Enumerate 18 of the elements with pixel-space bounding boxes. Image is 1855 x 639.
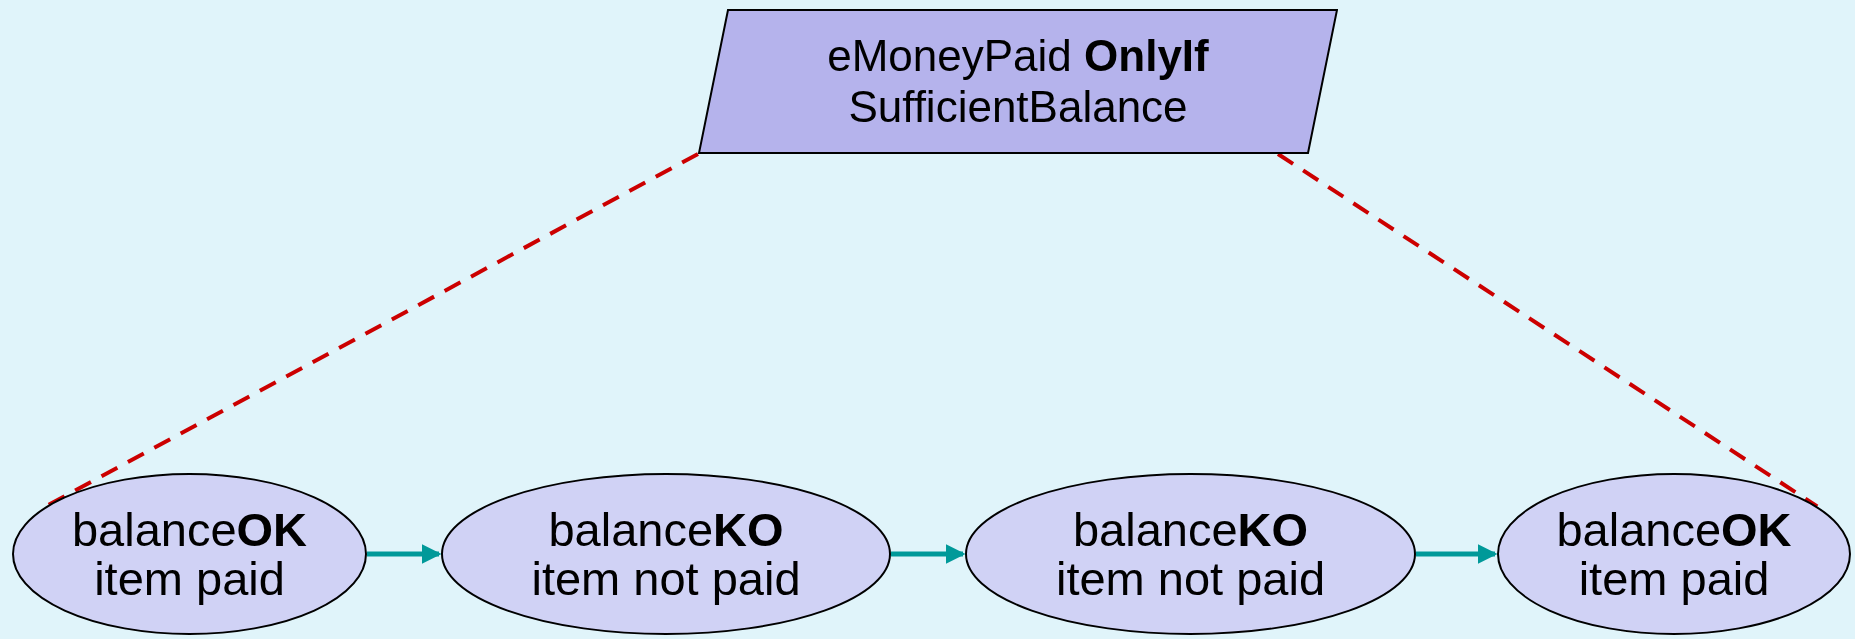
state-label: balanceKO (1072, 504, 1309, 554)
state-label: balanceKO (548, 504, 784, 554)
arrow (367, 544, 442, 564)
state-description: item not paid (1055, 554, 1326, 604)
dashed-line (1276, 152, 1819, 509)
property-text: eMoneyPaid OnlyIf SufficientBalance (826, 30, 1210, 133)
state-description: item paid (94, 554, 285, 604)
state-description: item paid (1578, 554, 1770, 604)
state-ellipse (965, 473, 1416, 635)
state-description: item not paid (531, 554, 801, 604)
arrow (1416, 544, 1498, 564)
state-ellipse (441, 473, 891, 635)
state-ellipse (12, 473, 367, 635)
state-label: balanceOK (1556, 504, 1792, 554)
state-label: balanceOK (71, 504, 308, 554)
property-parallelogram (698, 9, 1338, 154)
state-ellipse (1497, 473, 1851, 635)
arrow (891, 544, 966, 564)
